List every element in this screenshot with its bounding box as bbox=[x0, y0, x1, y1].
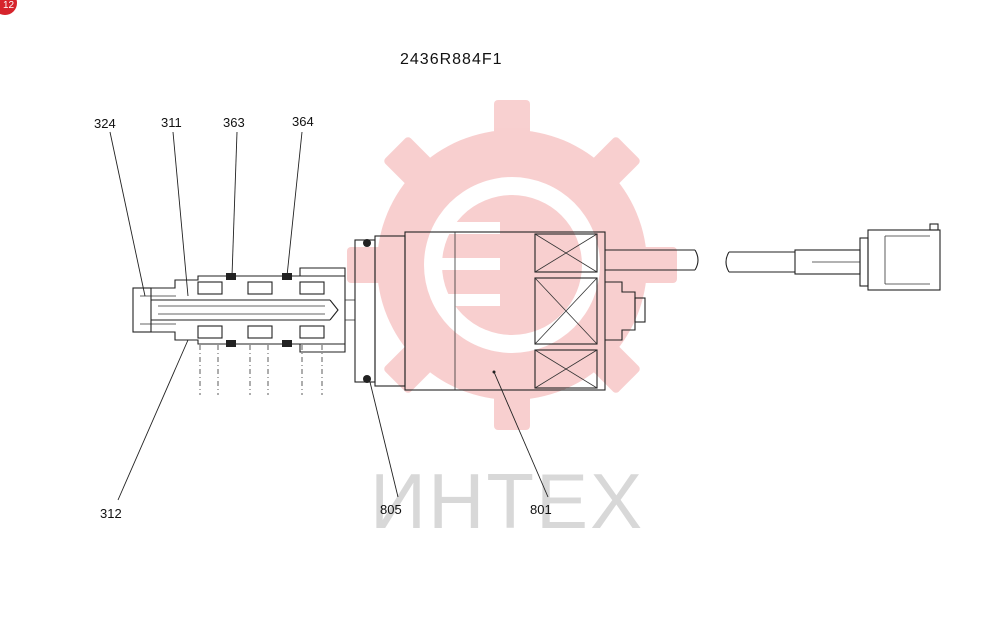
watermark-text: ИНТЕХ bbox=[370, 457, 644, 545]
callout-312: 312 bbox=[100, 506, 122, 521]
coil-winding bbox=[534, 233, 598, 389]
callout-leaders bbox=[109, 131, 549, 501]
watermark-logo bbox=[347, 100, 677, 430]
connector-plug bbox=[794, 223, 941, 291]
corner-badge: 12 bbox=[0, 0, 17, 15]
corner-badge-text: 12 bbox=[3, 0, 15, 11]
solenoid-body bbox=[354, 231, 795, 391]
valve-spool-assembly bbox=[132, 267, 355, 395]
callout-324: 324 bbox=[94, 116, 116, 131]
callout-363: 363 bbox=[223, 115, 245, 130]
callout-311: 311 bbox=[161, 115, 182, 130]
callout-364: 364 bbox=[292, 114, 314, 129]
drawing-number: 2436R884F1 bbox=[400, 51, 503, 68]
callout-801: 801 bbox=[530, 502, 552, 517]
callout-805: 805 bbox=[380, 502, 402, 517]
